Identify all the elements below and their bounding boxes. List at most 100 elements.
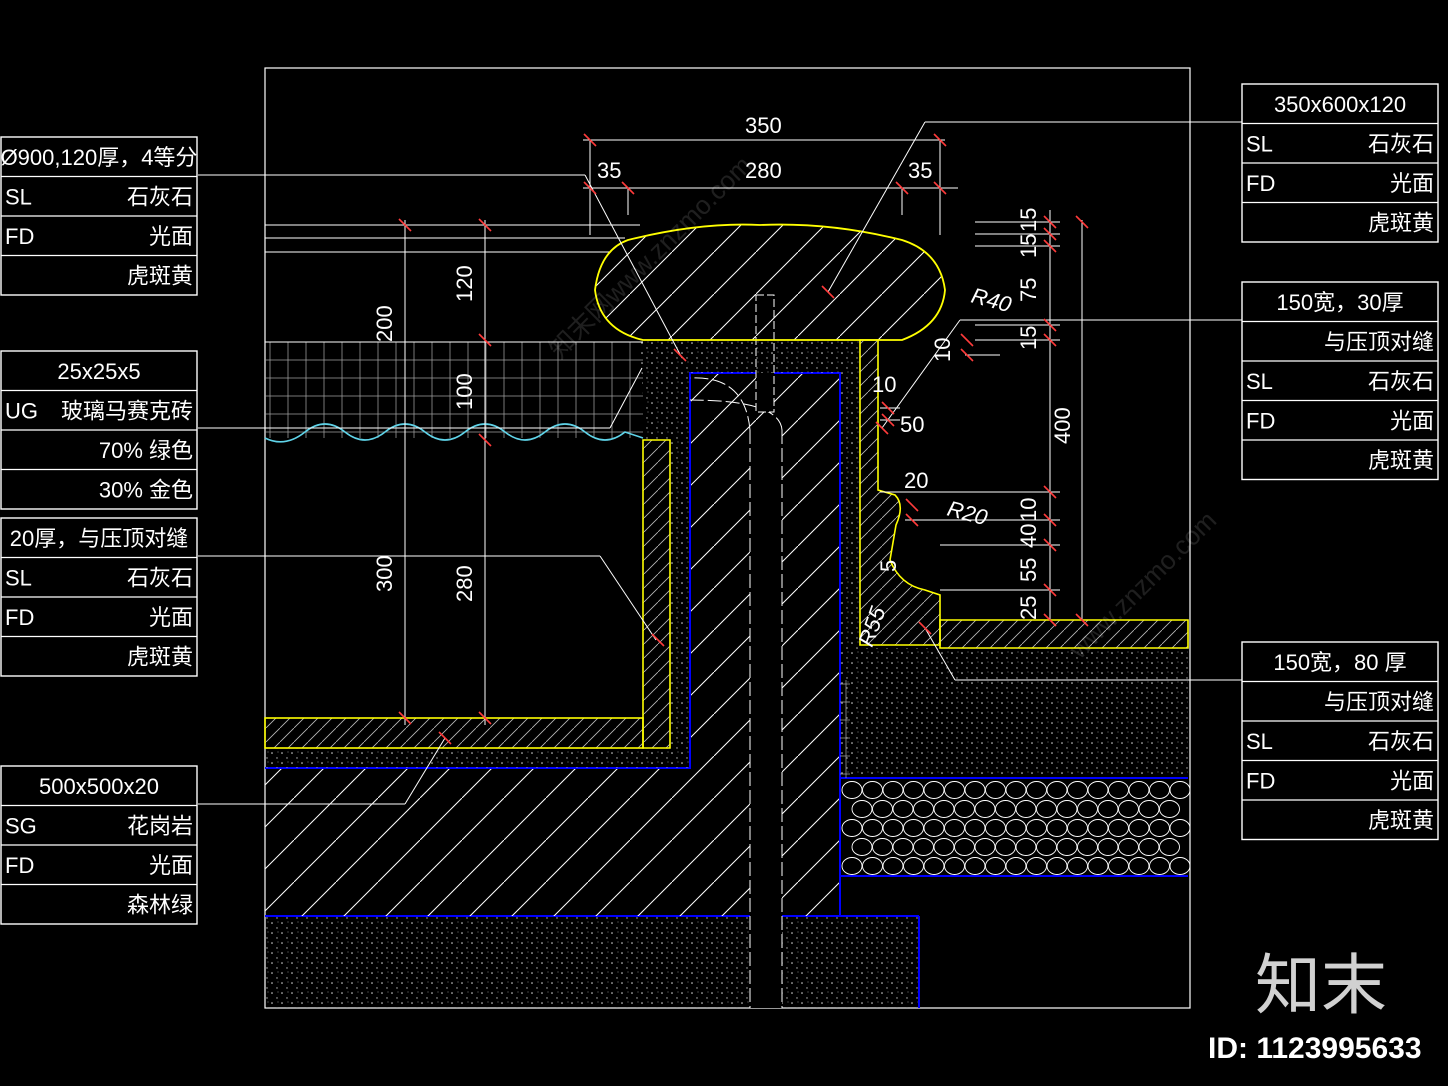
gravel-stone bbox=[933, 838, 955, 856]
gravel-stone bbox=[1056, 800, 1078, 818]
dim-25: 25 bbox=[1016, 596, 1041, 620]
gravel-stone bbox=[862, 857, 883, 875]
gravel-stone bbox=[1026, 819, 1047, 837]
gravel-stone bbox=[1026, 781, 1047, 799]
legend-value: 石灰石 bbox=[127, 185, 193, 210]
legend-value: 森林绿 bbox=[127, 893, 193, 918]
dimension-tick bbox=[933, 181, 947, 195]
legend-code: SL bbox=[1246, 729, 1273, 754]
legend-value: 虎斑黄 bbox=[127, 264, 193, 289]
gravel-stone bbox=[1036, 838, 1057, 856]
gravel-stone bbox=[974, 800, 996, 818]
gravel-stone bbox=[1128, 819, 1150, 837]
gravel-stone bbox=[1005, 819, 1027, 837]
gravel-stone bbox=[985, 781, 1006, 799]
gravel-stone bbox=[954, 800, 975, 818]
legend-value: 花岗岩 bbox=[127, 814, 193, 839]
dim-120: 120 bbox=[452, 265, 477, 302]
dimension-tick bbox=[1043, 613, 1057, 627]
dim-280-top: 280 bbox=[745, 158, 782, 183]
gravel-stone bbox=[944, 781, 965, 799]
dimension-tick bbox=[478, 218, 492, 232]
gravel-stone bbox=[1149, 857, 1170, 875]
gravel-stone bbox=[1087, 857, 1109, 875]
legend-value: 石灰石 bbox=[1368, 132, 1434, 157]
gravel-stone bbox=[913, 838, 934, 856]
dim-10-c: 10 bbox=[1016, 498, 1041, 522]
gravel-stone bbox=[862, 781, 883, 799]
legend-code: FD bbox=[1246, 409, 1275, 434]
legend-code: SG bbox=[5, 814, 37, 839]
gravel-stone bbox=[1046, 857, 1068, 875]
dim-15-b: 15 bbox=[1016, 234, 1041, 258]
gravel-stone bbox=[995, 800, 1016, 818]
gravel-stone bbox=[1056, 838, 1078, 856]
dimension-tick bbox=[398, 218, 412, 232]
dimension-tick bbox=[960, 348, 974, 362]
dimension-tick bbox=[1075, 613, 1089, 627]
gravel-stone bbox=[882, 857, 904, 875]
legend-value: 光面 bbox=[1390, 769, 1434, 794]
ground-right bbox=[840, 648, 1191, 877]
legend-value: 500x500x20 bbox=[39, 774, 159, 799]
legend-code: SL bbox=[1246, 132, 1273, 157]
dim-40: 40 bbox=[1016, 524, 1041, 548]
gravel-stone bbox=[882, 781, 904, 799]
dimension-tick bbox=[1043, 485, 1057, 499]
dimension-tick bbox=[875, 421, 889, 435]
radius-r40: R40 bbox=[969, 283, 1015, 318]
gravel-stone bbox=[903, 857, 924, 875]
dimension-tick bbox=[895, 181, 909, 195]
watermark-id: ID: 1123995633 bbox=[1208, 1032, 1422, 1065]
dimension-tick bbox=[905, 498, 919, 512]
gravel-stone bbox=[1159, 838, 1180, 856]
gravel-stone bbox=[985, 819, 1006, 837]
dimension-tick bbox=[621, 181, 635, 195]
gravel-stone bbox=[841, 819, 863, 837]
dimension-tick bbox=[398, 711, 412, 725]
dimension-tick bbox=[881, 401, 895, 415]
dimension-tick bbox=[438, 731, 452, 745]
legend-value: 25x25x5 bbox=[57, 359, 140, 384]
gravel-stone bbox=[872, 838, 893, 856]
gravel-stone bbox=[954, 838, 975, 856]
legend-value: 350x600x120 bbox=[1274, 92, 1406, 117]
gravel-stone bbox=[1005, 781, 1027, 799]
gravel-stone bbox=[1108, 857, 1129, 875]
legend-code: FD bbox=[1246, 769, 1275, 794]
legend-value: 150宽，80 厚 bbox=[1273, 650, 1406, 675]
leader-lines bbox=[198, 121, 1242, 805]
water-surface-lines bbox=[265, 224, 640, 253]
gravel-stone bbox=[1067, 857, 1088, 875]
dimension-tick bbox=[583, 181, 597, 195]
legend-value: 70% 绿色 bbox=[99, 438, 193, 463]
legend-value: 150宽，30厚 bbox=[1276, 290, 1403, 315]
dimension-lines bbox=[404, 139, 1083, 725]
gravel-stone bbox=[892, 800, 914, 818]
dim-5: 5 bbox=[876, 560, 901, 572]
dimension-tick bbox=[918, 621, 932, 635]
dimension-tick bbox=[651, 633, 665, 647]
legend-value: 虎斑黄 bbox=[1368, 808, 1434, 833]
dimension-tick bbox=[1043, 538, 1057, 552]
legend-value: 虎斑黄 bbox=[1368, 448, 1434, 473]
dim-15-a: 15 bbox=[1016, 208, 1041, 232]
coping-stone bbox=[594, 223, 946, 341]
legend-code: SL bbox=[1246, 369, 1273, 394]
gravel-stone bbox=[995, 838, 1016, 856]
legend-value: 30% 金色 bbox=[99, 478, 193, 503]
gravel-stone bbox=[903, 819, 924, 837]
legend-code: FD bbox=[5, 853, 34, 878]
gravel-stone bbox=[1077, 838, 1098, 856]
gravel-stone bbox=[1046, 781, 1068, 799]
legend-value: 与压顶对缝 bbox=[1324, 690, 1434, 715]
dim-20: 20 bbox=[904, 468, 928, 493]
gravel-layer bbox=[841, 781, 1191, 875]
dimension-tick bbox=[933, 133, 947, 147]
